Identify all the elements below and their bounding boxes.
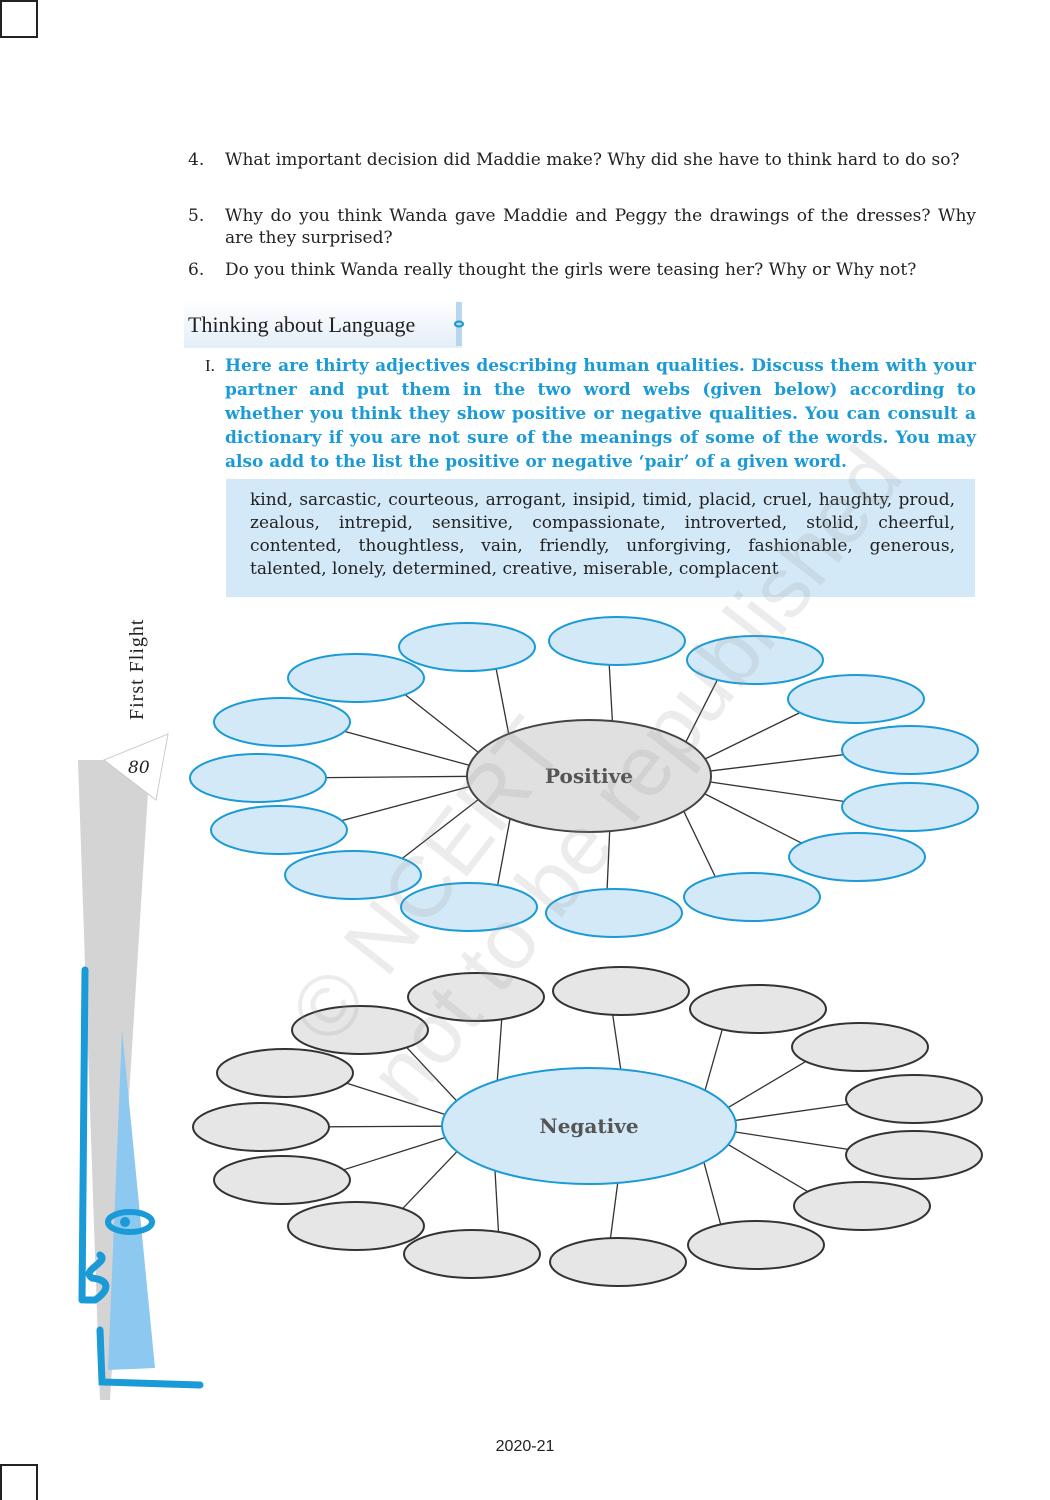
positive-answer-bubble [398,622,536,672]
negative-answer-bubble [687,1220,825,1270]
positive-connector [297,775,474,779]
negative-answer-bubble [192,1102,330,1152]
negative-answer-bubble [403,1229,541,1279]
crop-mark [0,0,38,38]
negative-answer-bubble [213,1155,351,1205]
positive-answer-bubble [213,697,351,747]
question-5: 5.Why do you think Wanda gave Maddie and… [188,206,976,248]
negative-answer-bubble [216,1048,354,1098]
positive-connector [392,684,483,756]
negative-connector [496,1010,504,1085]
negative-connector [392,1147,462,1220]
positive-connector [389,796,483,869]
negative-answer-bubble [291,1005,429,1055]
question-4: 4.What important decision did Maddie mak… [188,150,960,170]
positive-connector [608,658,614,724]
page-number: 80 [128,758,150,778]
negative-answer-bubble [689,984,827,1034]
negative-answer-bubble [552,966,690,1016]
positive-label: Positive [545,764,633,788]
crop-mark [0,1464,38,1500]
question-6: 6.Do you think Wanda really thought the … [188,260,917,280]
negative-connector [702,1157,725,1235]
positive-connector [318,784,475,828]
positive-connector [704,780,871,806]
negative-answer-bubble [287,1201,425,1251]
negative-answer-bubble [549,1237,687,1287]
negative-connector [494,1166,500,1241]
negative-answer-bubble [845,1130,983,1180]
positive-answer-bubble [189,753,327,803]
positive-answer-bubble [545,888,683,938]
positive-answer-bubble [686,635,824,685]
section-heading: Thinking about Language [184,300,464,348]
negative-label: Negative [539,1114,638,1138]
negative-answer-bubble [407,972,545,1022]
negative-answer-bubble [791,1022,929,1072]
side-decoration [78,733,204,1400]
positive-answer-bubble [400,882,538,932]
positive-answer-bubble [548,616,686,666]
positive-center-bubble [466,719,712,833]
positive-answer-bubble [788,832,926,882]
positive-answer-bubble [284,850,422,900]
negative-connector [611,1008,622,1073]
face-icon [454,302,464,346]
positive-connector [606,828,611,896]
negative-center-bubble [441,1067,737,1185]
positive-answer-bubble [841,725,979,775]
task-instruction: I.Here are thirty adjectives describing … [205,356,976,472]
positive-answer-bubble [210,805,348,855]
positive-connector [321,724,476,768]
positive-connector [699,790,820,853]
negative-answer-bubble [845,1074,983,1124]
positive-answer-bubble [287,653,425,703]
positive-connector [683,670,723,746]
positive-answer-bubble [841,782,979,832]
positive-connector [493,659,511,738]
footer-year: 2020-21 [495,1438,555,1455]
negative-answer-bubble [793,1181,931,1231]
positive-connector [700,703,818,762]
positive-answer-bubble [683,872,821,922]
negative-connector [609,1179,619,1245]
positive-connector [681,807,721,887]
positive-answer-bubble [787,674,925,724]
positive-connector [495,815,512,894]
adjective-list-box: kind, sarcastic, courteous, arrogant, in… [226,479,975,597]
negative-connector [703,1019,726,1095]
